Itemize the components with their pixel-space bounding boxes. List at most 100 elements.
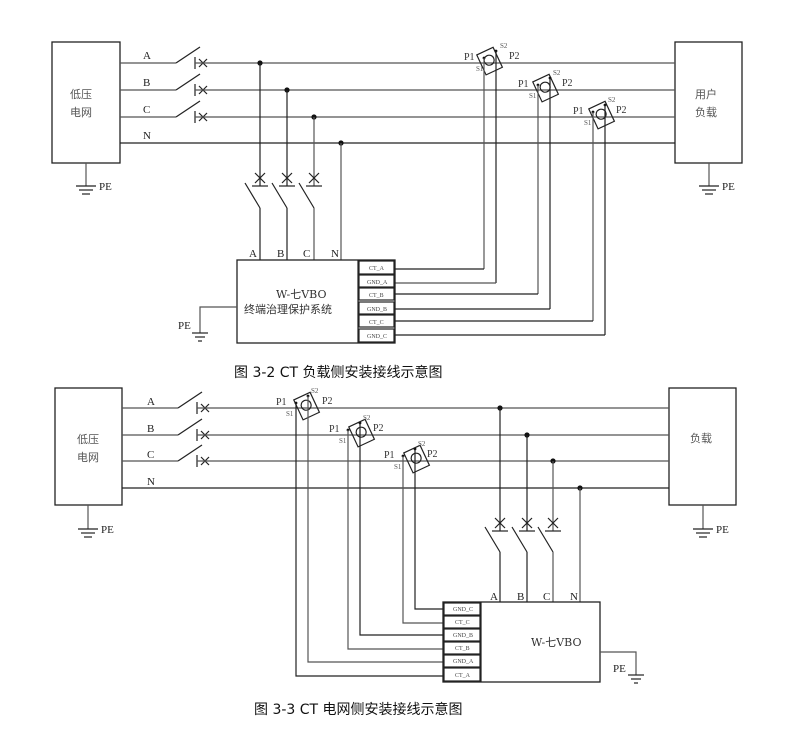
terminal-gnd-b: GND_B: [453, 633, 473, 639]
ct-c-s2-label: S2: [608, 96, 616, 104]
ground-label: PE: [722, 181, 735, 193]
ct-b-p1-label: P1: [329, 424, 340, 435]
ground-icon: [192, 306, 237, 342]
current-transformer-a: [475, 46, 504, 283]
load-label: 负载: [690, 431, 712, 445]
device-name: 终端治理保护系统: [244, 302, 332, 316]
device-model: W-七VBO: [276, 288, 326, 301]
phase-line-c: [120, 100, 675, 123]
ground-icon: [699, 163, 719, 195]
tap-n: [577, 485, 583, 602]
phase-label-c: C: [143, 104, 150, 116]
phase-line-a: [122, 391, 669, 414]
tap-b: [271, 87, 295, 260]
current-transformer-c: [401, 444, 443, 624]
phase-label-n: N: [147, 476, 155, 488]
terminal-ct-a: CT_A: [455, 673, 471, 679]
device-input-a: A: [249, 248, 257, 260]
terminal-gnd-c: GND_C: [453, 607, 473, 613]
tap-c: [537, 458, 561, 602]
terminal-gnd-a: GND_A: [367, 280, 388, 286]
phase-line-a: [120, 46, 675, 69]
ground-icon: [76, 163, 96, 195]
device-input-b: B: [517, 591, 524, 603]
ct-b-s2-label: S2: [363, 414, 371, 422]
figure-caption-3-2: 图 3-2 CT 负载侧安装接线示意图: [234, 364, 443, 381]
grid-source-box: [51, 41, 121, 164]
tap-a: [484, 405, 508, 602]
terminal-ct-b: CT_B: [369, 293, 384, 299]
ct-a-s1-label: S1: [286, 410, 294, 418]
user-load-box: [674, 41, 743, 164]
phase-label-c: C: [147, 449, 154, 461]
user-load-label-2: 负载: [695, 105, 717, 119]
ct-b-s1-label: S1: [529, 92, 537, 100]
ct-c-p1-label: P1: [384, 450, 395, 461]
terminal-ct-b: CT_B: [455, 646, 470, 652]
phase-label-a: A: [143, 50, 151, 62]
user-load-label-1: 用户: [695, 87, 717, 101]
grid-source-label-1: 低压: [70, 88, 92, 101]
figure-ct-load-side: 低压 电网 PE 用户 负载 PE A: [51, 41, 743, 344]
tap-c: [298, 114, 322, 260]
current-transformer-a: [292, 391, 443, 677]
current-transformer-b: [346, 418, 443, 650]
terminal-gnd-c: GND_C: [367, 334, 387, 340]
ct-a-s2-label: S2: [500, 42, 508, 50]
ct-a-p2-label: P2: [322, 396, 333, 407]
phase-label-b: B: [147, 423, 154, 435]
device-input-b: B: [277, 248, 284, 260]
grid-source-box: [54, 387, 123, 506]
grid-source-label-1: 低压: [77, 433, 99, 446]
ct-a-s1-label: S1: [476, 65, 484, 73]
ct-b-s2-label: S2: [553, 69, 561, 77]
ground-icon: [600, 651, 644, 684]
grid-source-label-2: 电网: [77, 451, 99, 464]
phase-line-b: [120, 73, 675, 96]
device-input-n: N: [331, 248, 339, 260]
ct-b-s1-label: S1: [339, 437, 347, 445]
ct-b-p1-label: P1: [518, 79, 529, 90]
load-box: [668, 387, 737, 506]
device-input-a: A: [490, 591, 498, 603]
device-model: W-七VBO: [531, 636, 581, 649]
terminal-ct-a: CT_A: [369, 266, 385, 272]
ct-b-p2-label: P2: [373, 423, 384, 434]
ground-icon: [78, 505, 98, 538]
figure-caption-3-3: 图 3-3 CT 电网侧安装接线示意图: [254, 701, 463, 718]
terminal-block: [443, 602, 481, 682]
tap-b: [511, 432, 535, 602]
grid-source-label-2: 电网: [70, 106, 92, 119]
tap-a: [244, 60, 268, 260]
terminal-block: [358, 260, 395, 343]
ct-a-p1-label: P1: [276, 397, 287, 408]
ct-a-p2-label: P2: [509, 51, 520, 62]
device-input-c: C: [543, 591, 550, 603]
ground-label: PE: [99, 181, 112, 193]
ground-label: PE: [716, 524, 729, 536]
terminal-gnd-a: GND_A: [453, 659, 474, 665]
ct-c-s2-label: S2: [418, 440, 426, 448]
terminal-gnd-b: GND_B: [367, 307, 387, 313]
ground-label: PE: [613, 663, 626, 675]
ct-c-s1-label: S1: [584, 119, 592, 127]
current-transformer-b: [531, 73, 560, 309]
ct-c-p2-label: P2: [427, 449, 438, 460]
ct-c-p1-label: P1: [573, 106, 584, 117]
ct-b-p2-label: P2: [562, 78, 573, 89]
ct-a-p1-label: P1: [464, 52, 475, 63]
phase-line-b: [122, 418, 669, 441]
terminal-ct-c: CT_C: [369, 320, 384, 326]
terminal-ct-c: CT_C: [455, 620, 470, 626]
phase-label-b: B: [143, 77, 150, 89]
ct-a-s2-label: S2: [311, 387, 319, 395]
tap-n: [338, 140, 344, 260]
ground-label: PE: [101, 524, 114, 536]
ground-label: PE: [178, 320, 191, 332]
phase-line-c: [122, 444, 669, 467]
phase-label-n: N: [143, 130, 151, 142]
ground-icon: [693, 505, 713, 538]
phase-label-a: A: [147, 396, 155, 408]
figure-ct-grid-side: 低压 电网 PE 负载 PE A: [54, 387, 737, 684]
